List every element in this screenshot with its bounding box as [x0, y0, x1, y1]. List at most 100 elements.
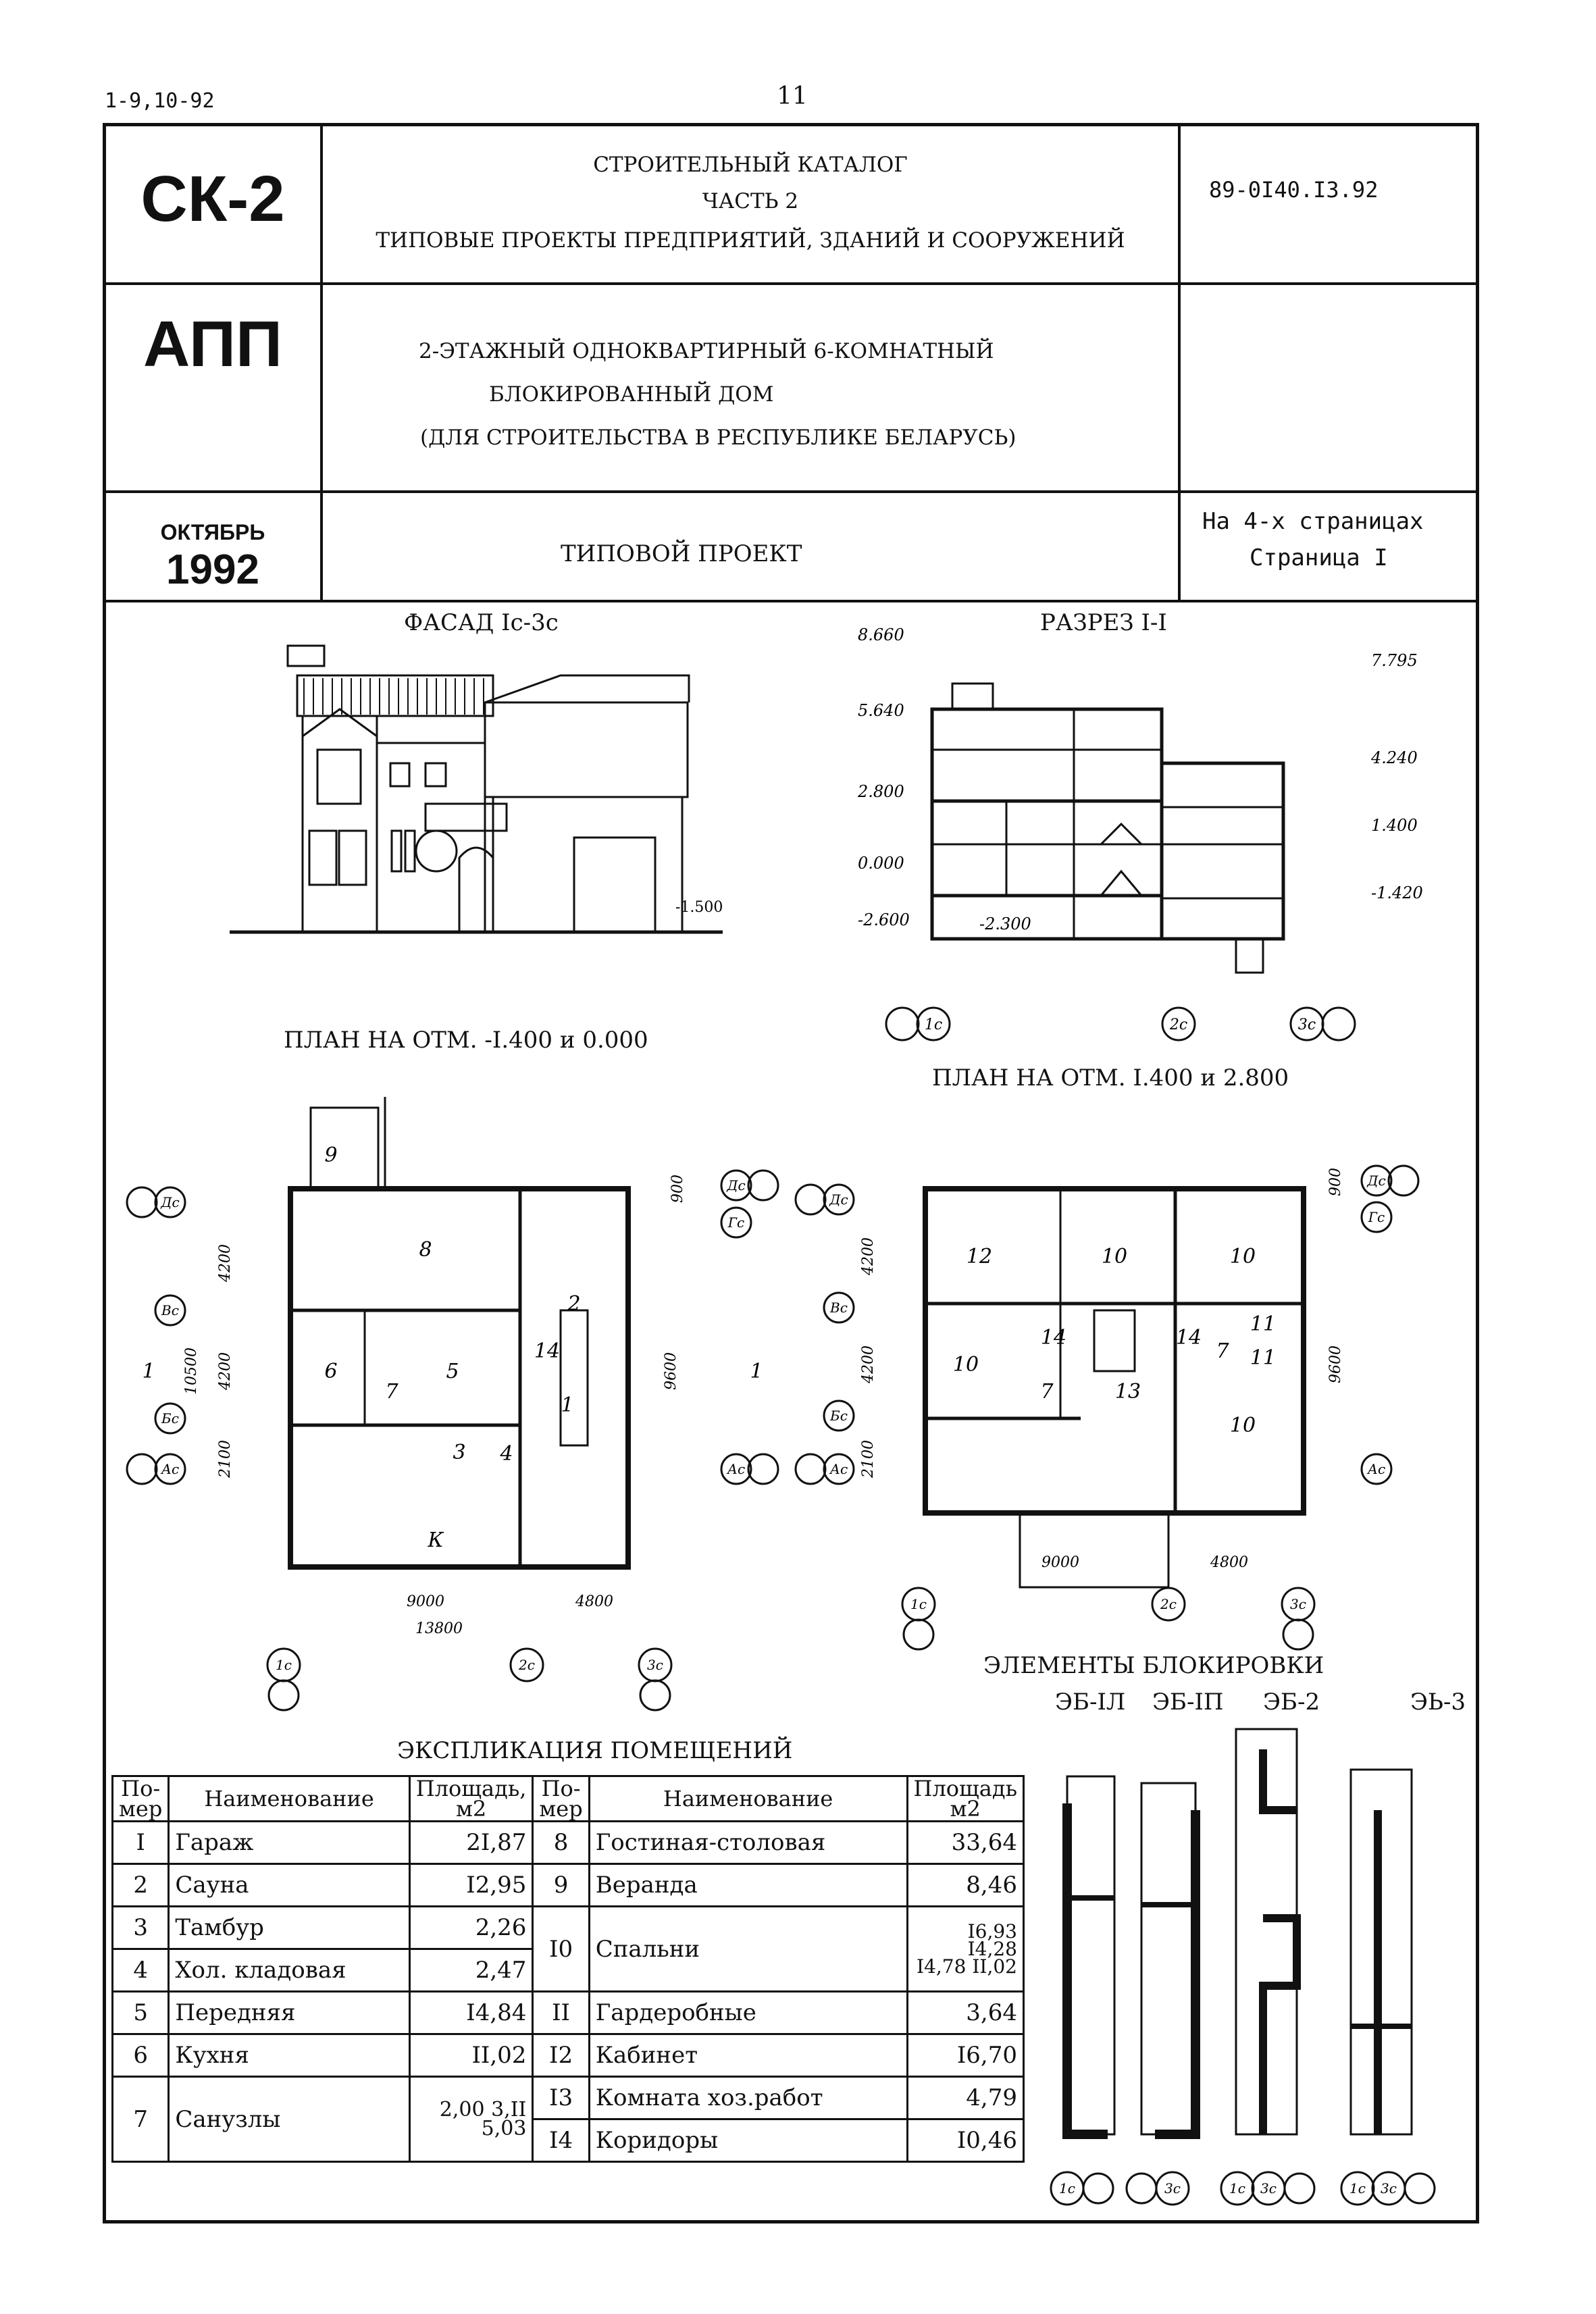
table-row: 6 Кухня II,02 I2 Кабинет I6,70: [111, 2033, 1025, 2078]
sheet-code: 1-9,10-92: [105, 89, 215, 113]
plan1-room-4: 4: [499, 1442, 513, 1466]
plan1-axis-v: Вс: [161, 1302, 179, 1318]
project-line-2: БЛОКИРОВАННЫЙ ДОМ: [489, 382, 774, 407]
cell-num: I4: [532, 2118, 590, 2163]
plan1-dim-900: 900: [669, 1175, 686, 1203]
plan1-axis-a-right: Ас: [726, 1461, 745, 1477]
cell-num: I: [111, 1820, 170, 1865]
plan1-room-8: 8: [419, 1238, 432, 1262]
cell-area: 2I,87: [408, 1820, 534, 1865]
plan1-axis-d-right: Дс: [726, 1177, 745, 1193]
header-num-left: По-мер: [111, 1775, 170, 1822]
blocking-label-3: ЭБ-2: [1263, 1689, 1320, 1716]
blocking-elements-drawing: 1с 3с 1с 3с 1с 3с: [1050, 1728, 1436, 2206]
plan2-dim-2100: 2100: [860, 1440, 877, 1479]
plan1-room-2: 2: [567, 1292, 580, 1316]
table-row: I4 Коридоры I0,46: [113, 2118, 1025, 2163]
cell-num: 2: [111, 1863, 170, 1907]
plan1-room-1: 1: [561, 1393, 573, 1417]
cell-name: Комната хоз.работ: [588, 2076, 908, 2120]
plan1-dim-4800: 4800: [575, 1593, 613, 1610]
doc-number: 89-0I40.I3.92: [1209, 177, 1379, 203]
cell-name: Сауна: [168, 1863, 411, 1907]
cell-area: I4,84: [408, 1990, 534, 2035]
plan2-room-14a: 14: [1041, 1326, 1066, 1349]
plan-2-drawing: 12 10 10 10 14 14 7 7 11 11 13 10 9000 4…: [794, 1164, 1420, 1651]
plan1-room-7: 7: [385, 1380, 398, 1404]
cell-name: Передняя: [168, 1990, 411, 2035]
section-axis-3: 3с: [1298, 1017, 1316, 1033]
header-name-left: Наименование: [168, 1775, 411, 1822]
plan1-dim-13800: 13800: [415, 1620, 463, 1637]
plan2-dim-4200b: 4200: [860, 1345, 877, 1384]
table-row: 5 Передняя I4,84 II Гардеробные 3,64: [111, 1990, 1025, 2035]
plan2-axis-1: 1с: [910, 1596, 927, 1612]
catalog-line-2: ЧАСТЬ 2: [702, 189, 799, 213]
facade-drawing: -1.500: [230, 644, 723, 934]
plan1-room-5: 5: [446, 1360, 459, 1383]
project-line-3: (ДЛЯ СТРОИТЕЛЬСТВА В РЕСПУБЛИКЕ БЕЛАРУСЬ…: [420, 426, 1016, 450]
pages-info: На 4-х страницах: [1202, 508, 1424, 535]
catalog-line-1: СТРОИТЕЛЬНЫЙ КАТАЛОГ: [593, 153, 908, 177]
section-title: РАЗРЕЗ I-I: [1040, 609, 1167, 636]
plan-1-drawing: 9 8 2 6 5 7 1 14 3 4 К 1 1 9000 4800 138…: [126, 1097, 779, 1712]
plan2-axis-a: Ас: [829, 1461, 848, 1477]
cell-area: II,02: [408, 2033, 534, 2078]
cell-num: 4: [111, 1948, 170, 1992]
plan1-room-3: 3: [453, 1441, 465, 1464]
plan2-axis-3: 3с: [1290, 1596, 1306, 1612]
block4-axis-3: 3с: [1381, 2180, 1397, 2196]
cell-num: 9: [532, 1863, 590, 1907]
cell-num: I3: [532, 2076, 590, 2120]
table-row: 4 Хол. кладовая 2,47: [111, 1948, 1024, 1992]
cell-area: I0,46: [906, 2118, 1025, 2163]
plan2-dim-4200a: 4200: [860, 1237, 877, 1276]
plan1-dim-10500: 10500: [183, 1347, 200, 1395]
plan1-axis-d: Дс: [160, 1194, 179, 1210]
section-level-inner: -2.300: [979, 915, 1031, 933]
plan1-axis-3: 3с: [647, 1657, 663, 1673]
table-row: 7 Санузлы 2,00 3,II 5,03 I3 Комната хоз.…: [111, 2076, 1025, 2163]
project-line-1: 2-ЭТАЖНЫЙ ОДНОКВАРТИРНЫЙ 6-КОМНАТНЫЙ: [419, 339, 994, 363]
plan2-axis-a-right: Ас: [1366, 1461, 1385, 1477]
cell-area: I6,93 I4,28 I4,78 II,02: [906, 1905, 1025, 1992]
plan2-title: ПЛАН НА ОТМ. I.400 и 2.800: [932, 1064, 1289, 1091]
block3-axis-1: 1с: [1229, 2180, 1245, 2196]
cell-area: I6,70: [906, 2033, 1025, 2078]
section-level-r4: -1.420: [1371, 883, 1423, 902]
section-level-2: 5.640: [858, 701, 904, 720]
cell-num: II: [532, 1990, 590, 2035]
plan1-axis-1: 1с: [276, 1657, 292, 1673]
cell-num: 7: [111, 2076, 170, 2163]
section-level-5: -2.600: [858, 910, 910, 929]
cell-area: 2,47: [408, 1948, 534, 1992]
plan2-room-11b: 11: [1250, 1346, 1276, 1370]
section-axis-1: 1с: [925, 1017, 942, 1033]
plan2-axis-v: Вс: [829, 1300, 848, 1316]
plan1-title: ПЛАН НА ОТМ. -I.400 и 0.000: [284, 1027, 648, 1054]
table-row: I Гараж 2I,87 8 Гостиная-столовая 33,64: [111, 1820, 1025, 1865]
header-num-right: По-мер: [532, 1775, 590, 1822]
plan1-dim-2100: 2100: [217, 1440, 234, 1479]
section-level-r2: 4.240: [1370, 748, 1418, 767]
plan1-axis-b: Бс: [161, 1410, 179, 1426]
cell-num: I0: [532, 1905, 590, 1992]
plan1-room-6: 6: [324, 1360, 337, 1383]
blocking-label-4: ЭЬ-3: [1410, 1689, 1466, 1716]
cell-name: Кухня: [168, 2033, 411, 2078]
plan2-room-10d: 10: [1230, 1414, 1256, 1437]
explication-table: По-мер Наименование Площадь, м2 По-мер Н…: [111, 1775, 1025, 2163]
plan1-section-left: 1: [142, 1360, 155, 1383]
month-label: ОКТЯБРЬ: [160, 520, 265, 544]
plan2-axis-2: 2с: [1160, 1596, 1177, 1612]
plan2-room-10c: 10: [953, 1353, 979, 1377]
project-title: 2-ЭТАЖНЫЙ ОДНОКВАРТИРНЫЙ 6-КОМНАТНЫЙ БЛО…: [419, 330, 1016, 459]
cell-name: Гостиная-столовая: [588, 1820, 908, 1865]
catalog-line-3: ТИПОВЫЕ ПРОЕКТЫ ПРЕДПРИЯТИЙ, ЗДАНИЙ И СО…: [376, 228, 1125, 253]
cell-area: 3,64: [906, 1990, 1025, 2035]
section-level-r1: 7.795: [1371, 651, 1418, 670]
table-header-row: По-мер Наименование Площадь, м2 По-мер Н…: [111, 1775, 1025, 1822]
plan2-axis-d: Дс: [829, 1191, 848, 1208]
plan1-room-k: К: [427, 1528, 444, 1552]
section-level-1: 8.660: [858, 625, 904, 644]
